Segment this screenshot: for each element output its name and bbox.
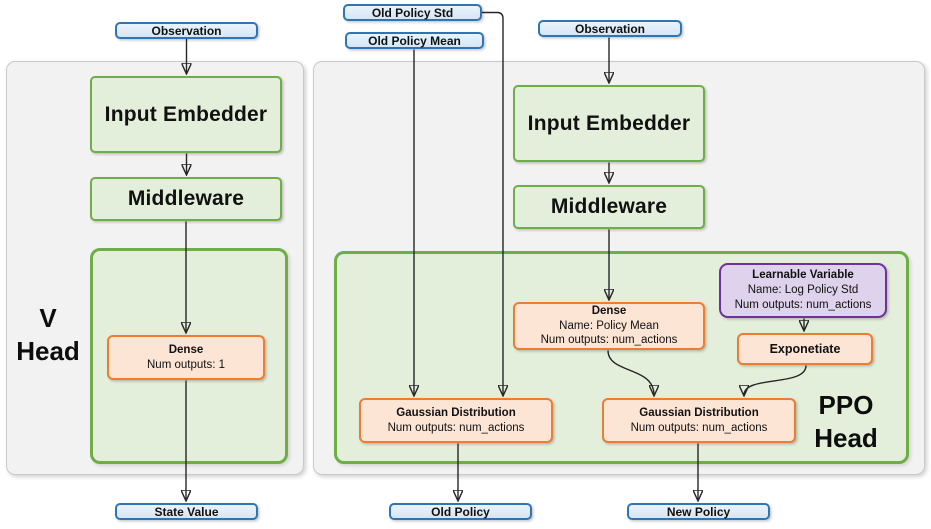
dense-policy-mean-name: Name: Policy Mean xyxy=(559,319,659,332)
gaussian-distribution-old-node: Gaussian Distribution Num outputs: num_a… xyxy=(359,398,553,443)
old-policy-node: Old Policy xyxy=(389,503,532,520)
dense-v-detail: Num outputs: 1 xyxy=(147,358,225,371)
dense-policy-mean-node: Dense Name: Policy Mean Num outputs: num… xyxy=(513,302,705,350)
gaussian-new-outputs: Num outputs: num_actions xyxy=(630,421,768,434)
learnable-variable-outputs: Num outputs: num_actions xyxy=(734,299,872,312)
gaussian-old-outputs: Num outputs: num_actions xyxy=(387,421,525,434)
middleware-left-node: Middleware xyxy=(90,177,282,221)
v-head-label-line2: Head xyxy=(16,336,80,366)
old-policy-mean-node: Old Policy Mean xyxy=(345,32,484,49)
dense-v-node: Dense Num outputs: 1 xyxy=(107,335,265,380)
input-embedder-right-node: Input Embedder xyxy=(513,85,705,162)
observation-left-node: Observation xyxy=(115,22,258,39)
dense-v-title: Dense xyxy=(168,343,204,356)
ppo-head-label-line2: Head xyxy=(814,423,878,453)
observation-right-node: Observation xyxy=(538,20,682,37)
learnable-variable-name: Name: Log Policy Std xyxy=(747,283,859,296)
input-embedder-left-node: Input Embedder xyxy=(90,76,282,153)
ppo-head-label: PPO Head xyxy=(806,389,886,455)
middleware-right-node: Middleware xyxy=(513,185,705,229)
exponetiate-node: Exponetiate xyxy=(737,333,873,365)
gaussian-distribution-new-node: Gaussian Distribution Num outputs: num_a… xyxy=(602,398,796,443)
learnable-variable-title: Learnable Variable xyxy=(752,268,854,281)
gaussian-old-title: Gaussian Distribution xyxy=(396,406,516,419)
new-policy-node: New Policy xyxy=(627,503,770,520)
v-head-label-line1: V xyxy=(39,303,57,333)
ppo-head-label-line1: PPO xyxy=(818,390,874,420)
dense-policy-mean-outputs: Num outputs: num_actions xyxy=(540,334,678,347)
state-value-node: State Value xyxy=(115,503,258,520)
old-policy-std-node: Old Policy Std xyxy=(343,4,482,21)
v-head-label: V Head xyxy=(8,302,88,368)
gaussian-new-title: Gaussian Distribution xyxy=(639,406,759,419)
dense-policy-mean-title: Dense xyxy=(591,304,627,317)
learnable-variable-node: Learnable Variable Name: Log Policy Std … xyxy=(719,263,887,318)
